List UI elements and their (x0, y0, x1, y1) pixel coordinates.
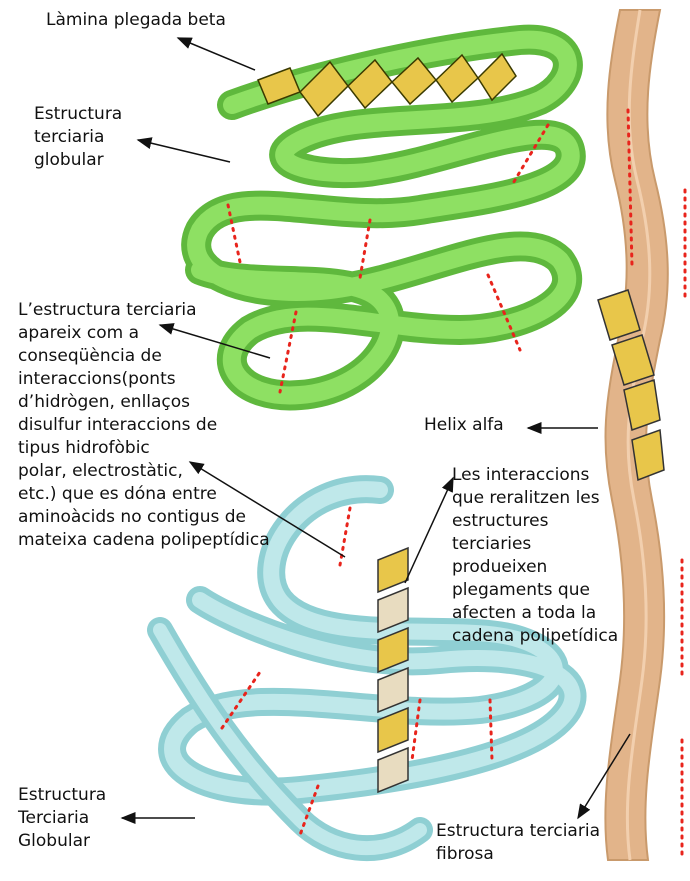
label-fibrous: Estructura terciaria fibrosa (436, 820, 600, 866)
label-alpha-helix: Helix alfa (424, 415, 504, 436)
label-beta-sheet: Làmina plegada beta (46, 10, 226, 31)
label-interactions: Les interaccions que reralitzen les estr… (452, 464, 618, 648)
label-globular-top: Estructura terciaria globular (34, 103, 122, 172)
label-globular-bottom: Estructura Terciaria Globular (18, 784, 106, 853)
label-tertiary-explanation: L’estructura terciaria apareix com a con… (18, 299, 270, 552)
